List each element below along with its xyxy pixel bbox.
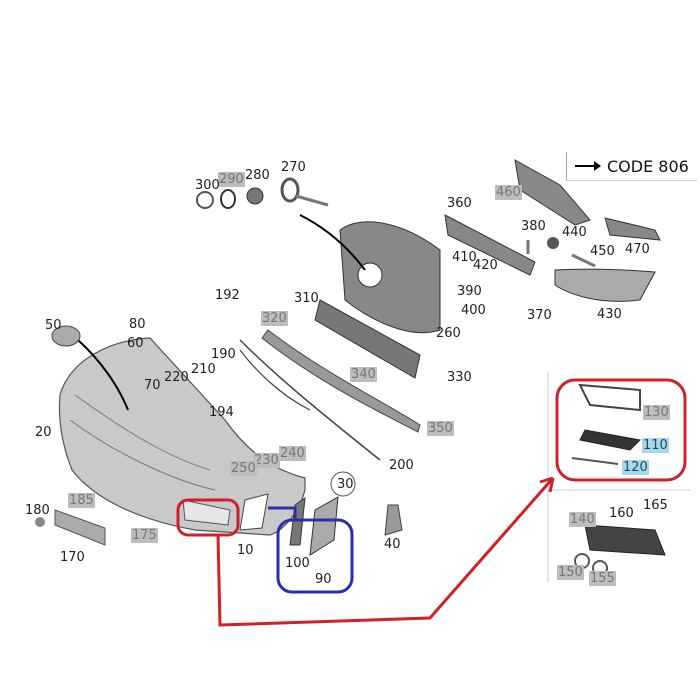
part-label-300: 300 xyxy=(195,178,220,193)
emblem-part xyxy=(51,325,81,347)
part-label-190: 190 xyxy=(211,347,236,362)
trim-strip-part xyxy=(261,329,421,433)
part-label-360: 360 xyxy=(447,196,472,211)
ring-part-270 xyxy=(280,177,300,203)
strip-part-120 xyxy=(571,457,619,465)
code-806-legend: CODE 806 xyxy=(566,152,697,181)
part-label-165: 165 xyxy=(643,498,668,513)
part-label-10: 10 xyxy=(237,543,254,558)
part-label-470: 470 xyxy=(625,242,650,257)
part-label-390: 390 xyxy=(457,284,482,299)
part-label-70: 70 xyxy=(144,378,161,393)
red-arrow-path xyxy=(216,477,555,627)
part-label-410: 410 xyxy=(452,250,477,265)
red-highlight-box-right xyxy=(555,378,687,482)
trim-part-90 xyxy=(309,496,339,556)
part-label-440: 440 xyxy=(562,225,587,240)
red-highlight-box-bumper xyxy=(176,498,240,537)
bumper-vent-right xyxy=(239,493,269,531)
part-label-340: 340 xyxy=(350,367,377,382)
bracket-part-470 xyxy=(604,217,661,241)
part-label-180: 180 xyxy=(25,503,50,518)
part-40 xyxy=(384,504,403,536)
part-label-400: 400 xyxy=(461,303,486,318)
clip-part-180 xyxy=(35,517,45,527)
part-label-290: 290 xyxy=(218,172,245,187)
part-label-200: 200 xyxy=(389,458,414,473)
part-label-120: 120 xyxy=(622,460,649,475)
part-label-20: 20 xyxy=(35,425,52,440)
part-label-110: 110 xyxy=(642,438,669,453)
part-label-130: 130 xyxy=(643,405,670,420)
part-label-280: 280 xyxy=(245,168,270,183)
part-label-260: 260 xyxy=(436,326,461,341)
ring-part-290 xyxy=(220,189,236,209)
part-label-460: 460 xyxy=(495,185,522,200)
part-label-185: 185 xyxy=(68,493,95,508)
fog-grille-part-140 xyxy=(584,524,666,556)
part-label-30: 30 xyxy=(337,477,354,492)
grille-part xyxy=(339,221,441,334)
cap-part-280 xyxy=(246,187,264,205)
part-label-450: 450 xyxy=(590,244,615,259)
blue-highlight-box xyxy=(276,518,354,594)
code-label: CODE 806 xyxy=(607,156,689,176)
wiring-harness-part xyxy=(239,339,381,461)
part-label-80: 80 xyxy=(129,317,146,332)
part-label-230: 230 xyxy=(253,453,280,468)
part-label-192: 192 xyxy=(215,288,240,303)
part-label-370: 370 xyxy=(527,308,552,323)
part-label-380: 380 xyxy=(521,219,546,234)
right-arrow-icon xyxy=(575,161,601,171)
part-label-220: 220 xyxy=(164,370,189,385)
bracket-part-170 xyxy=(54,509,106,546)
nut-part-440 xyxy=(547,237,559,249)
part-label-175: 175 xyxy=(131,528,158,543)
part-label-155: 155 xyxy=(589,571,616,586)
grille-insert-110 xyxy=(579,429,642,451)
part-label-350: 350 xyxy=(427,421,454,436)
part-label-160: 160 xyxy=(609,506,634,521)
part-label-330: 330 xyxy=(447,370,472,385)
part-label-250: 250 xyxy=(230,461,257,476)
bracket-part-430 xyxy=(554,268,656,302)
part-label-140: 140 xyxy=(569,512,596,527)
part-label-430: 430 xyxy=(597,307,622,322)
part-label-320: 320 xyxy=(261,311,288,326)
bumper-vent-left xyxy=(182,499,231,526)
frame-part-130 xyxy=(578,383,641,412)
part-label-210: 210 xyxy=(191,362,216,377)
part-label-194: 194 xyxy=(209,405,234,420)
part-label-420: 420 xyxy=(473,258,498,273)
part-label-270: 270 xyxy=(281,160,306,175)
part-label-310: 310 xyxy=(294,291,319,306)
part-label-150: 150 xyxy=(557,565,584,580)
callout-circle-30 xyxy=(330,471,356,497)
part-label-50: 50 xyxy=(45,318,62,333)
part-label-170: 170 xyxy=(60,550,85,565)
lower-grille-part xyxy=(314,299,421,379)
star-emblem-part xyxy=(196,191,214,209)
part-label-40: 40 xyxy=(384,537,401,552)
bolt-part-450 xyxy=(571,253,596,268)
crossmember-part-360 xyxy=(444,214,536,276)
part-label-240: 240 xyxy=(279,446,306,461)
part-label-60: 60 xyxy=(127,336,144,351)
part-label-100: 100 xyxy=(285,556,310,571)
part-label-90: 90 xyxy=(315,572,332,587)
